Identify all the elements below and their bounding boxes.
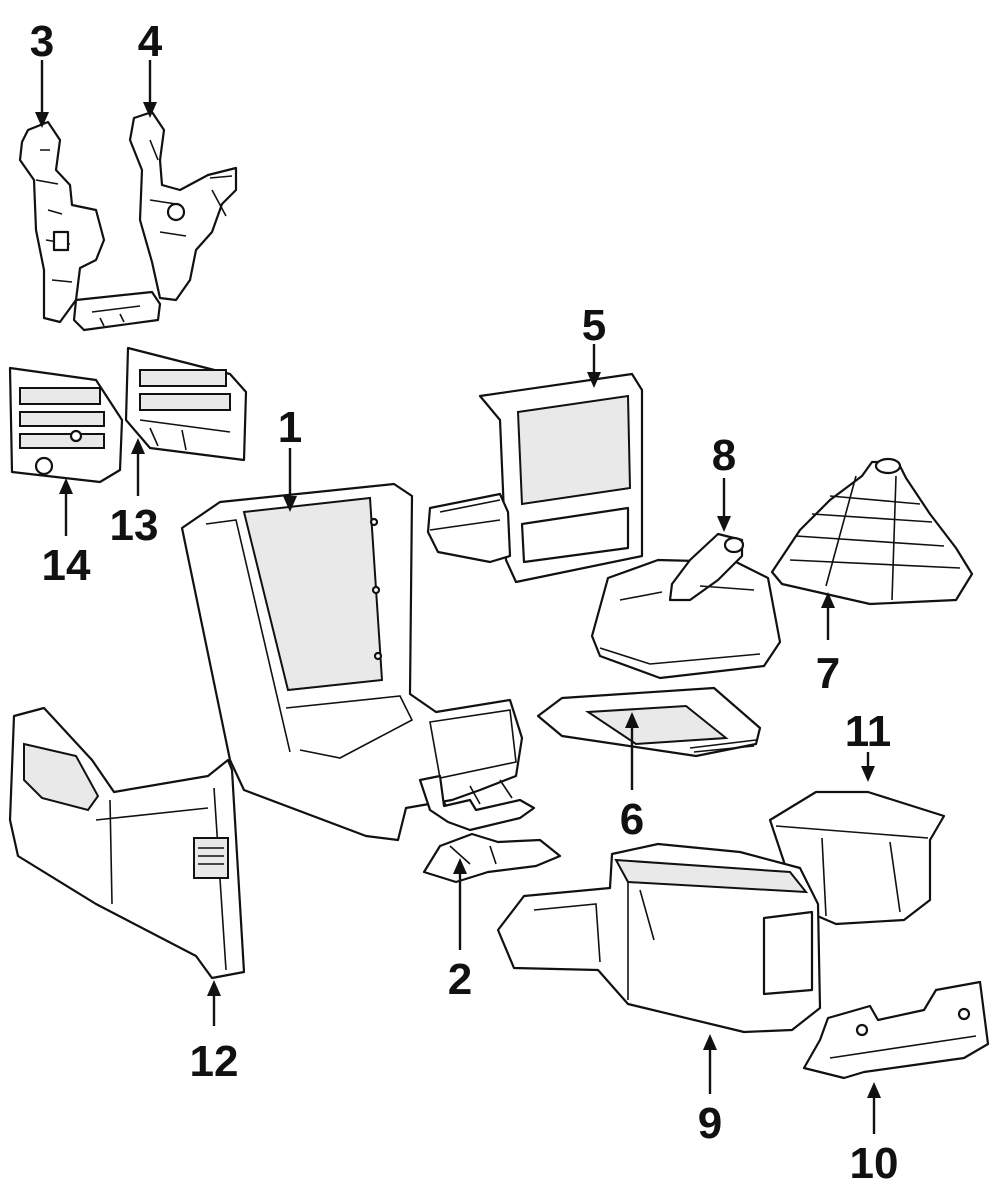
part-14-control-panel xyxy=(8,366,124,484)
part-13-control-panel xyxy=(124,346,248,462)
callout-7: 7 xyxy=(816,592,840,698)
callout-11-label: 11 xyxy=(845,707,892,756)
callout-4: 4 xyxy=(138,17,163,118)
part-5-bezel xyxy=(426,372,644,584)
callout-9-label: 9 xyxy=(698,1099,722,1148)
part-4-bracket xyxy=(128,110,238,302)
part-1-console-body xyxy=(180,482,536,842)
callout-5: 5 xyxy=(582,301,606,388)
part-8-shifter-base xyxy=(590,532,782,680)
callout-2: 2 xyxy=(448,858,472,1004)
callout-1-label: 1 xyxy=(278,403,302,452)
callout-7-label: 7 xyxy=(816,649,840,698)
part-3-4-tie-bar xyxy=(72,290,162,332)
callout-10: 10 xyxy=(850,1082,899,1184)
callout-11: 11 xyxy=(845,707,892,782)
callout-10-label: 10 xyxy=(850,1139,899,1184)
callout-6-label: 6 xyxy=(620,795,644,844)
callout-9: 9 xyxy=(698,1034,722,1148)
callout-14-label: 14 xyxy=(42,541,91,590)
callout-12-label: 12 xyxy=(190,1037,239,1086)
callout-13-label: 13 xyxy=(110,501,159,550)
callout-3-label: 3 xyxy=(30,17,54,66)
callout-4-label: 4 xyxy=(138,17,163,66)
callout-3: 3 xyxy=(30,17,54,128)
part-2-mounting-bracket xyxy=(422,832,562,884)
callout-2-label: 2 xyxy=(448,955,472,1004)
callout-5-label: 5 xyxy=(582,301,606,350)
part-9-rear-console xyxy=(496,842,822,1034)
part-3-bracket xyxy=(18,120,106,324)
callout-13: 13 xyxy=(110,438,159,550)
callout-6: 6 xyxy=(620,712,644,844)
callout-8: 8 xyxy=(712,431,736,532)
callout-1: 1 xyxy=(278,403,302,512)
part-12-side-panel xyxy=(8,706,246,980)
part-6-tray xyxy=(536,686,762,758)
part-7-shifter-boot xyxy=(770,457,974,606)
callout-8-label: 8 xyxy=(712,431,736,480)
callout-12: 12 xyxy=(190,980,239,1086)
part-10-floor-bracket xyxy=(802,980,990,1080)
callout-14: 14 xyxy=(42,478,91,590)
